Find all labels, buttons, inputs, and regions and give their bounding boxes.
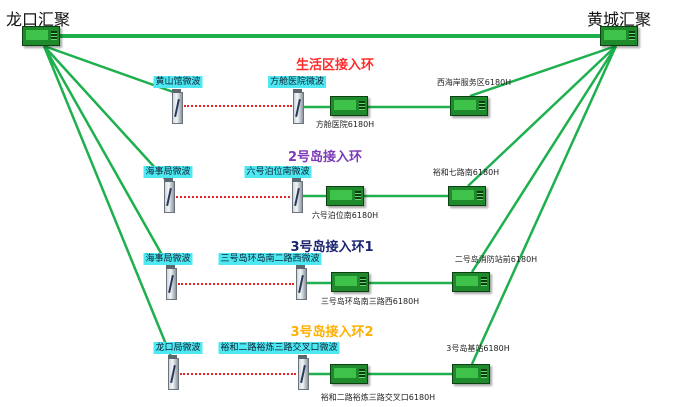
ring-2-right-equipment-label: 裕和七路南6180H bbox=[432, 168, 500, 177]
ring-1-mid-equipment-label: 方舱医院6180H bbox=[315, 120, 375, 129]
ring-1-right-6180h-switch-icon bbox=[450, 96, 488, 116]
ring-3-right-6180h-switch-icon bbox=[452, 272, 490, 292]
ring-3-mid-equipment-label: 三号岛环岛南三路西6180H bbox=[320, 297, 420, 306]
right-link-ring-1 bbox=[469, 44, 617, 98]
ring-3-right-equipment-label: 二号岛消防站前6180H bbox=[454, 255, 538, 264]
ring-2-right-microwave-antenna-icon bbox=[292, 178, 303, 213]
ring-4-mid-equipment-label: 裕和二路裕炼三路交叉口6180H bbox=[320, 393, 436, 402]
ring-3-left-microwave-antenna-icon bbox=[166, 265, 177, 300]
ring-4-microwave-link bbox=[180, 373, 296, 375]
right-link-ring-4 bbox=[470, 45, 618, 365]
ring-4-title: 3号岛接入环2 bbox=[290, 325, 374, 340]
ring-4-left-microwave-label: 龙口局微波 bbox=[153, 342, 203, 354]
right-link-ring-3 bbox=[470, 45, 618, 273]
ring-2-left-microwave-label: 海事局微波 bbox=[143, 166, 193, 178]
ring-4-right-6180h-switch-icon bbox=[452, 364, 490, 384]
ring-3-title: 3号岛接入环1 bbox=[290, 240, 374, 255]
ring-1-right-microwave-label: 方舱医院微波 bbox=[267, 76, 327, 88]
left-aggregation-title: 龙口汇聚 bbox=[6, 10, 71, 29]
ring-3-mid-6180h-switch-icon bbox=[331, 272, 369, 292]
ring-1-right-equipment-label: 西海岸服务区6180H bbox=[436, 78, 512, 87]
ring-3-right-microwave-label: 三号岛环岛南二路西微波 bbox=[218, 253, 322, 265]
left-link-ring-2 bbox=[43, 45, 169, 183]
ring-4-right-equipment-label: 3号岛基站6180H bbox=[446, 344, 510, 353]
ring-2-mid-6180h-switch-icon bbox=[326, 186, 364, 206]
right-aggregation-switch-icon bbox=[600, 26, 638, 46]
right-aggregation-title: 黄城汇聚 bbox=[587, 10, 652, 29]
ring-1-left-microwave-label: 黄山馆微波 bbox=[153, 76, 203, 88]
left-aggregation-switch-icon bbox=[22, 26, 60, 46]
left-link-ring-3 bbox=[42, 45, 172, 270]
left-link-ring-4 bbox=[42, 45, 174, 360]
ring-4-mid-6180h-switch-icon bbox=[330, 364, 368, 384]
ring-2-mid-equipment-label: 六号泊位南6180H bbox=[311, 211, 379, 220]
ring-2-right-microwave-label: 六号泊位南微波 bbox=[244, 166, 312, 178]
ring-3-microwave-link bbox=[178, 283, 294, 285]
ring-3-left-microwave-label: 海事局微波 bbox=[143, 253, 193, 265]
ring-4-right-microwave-label: 裕和二路裕炼三路交叉口微波 bbox=[218, 342, 340, 354]
ring-1-microwave-link bbox=[184, 105, 292, 107]
ring-2-title: 2号岛接入环 bbox=[287, 150, 363, 165]
ring-1-right-microwave-antenna-icon bbox=[293, 89, 304, 124]
ring-1-title: 生活区接入环 bbox=[295, 58, 375, 73]
ring-2-right-6180h-switch-icon bbox=[448, 186, 486, 206]
ring-3-right-microwave-antenna-icon bbox=[296, 265, 307, 300]
ring-4-right-microwave-antenna-icon bbox=[298, 355, 309, 390]
ring-2-microwave-link bbox=[176, 196, 290, 198]
ring-1-left-microwave-antenna-icon bbox=[172, 89, 183, 124]
ring-1-mid-6180h-switch-icon bbox=[330, 96, 368, 116]
right-link-ring-2 bbox=[467, 45, 617, 187]
ring-2-left-microwave-antenna-icon bbox=[164, 178, 175, 213]
ring-4-left-microwave-antenna-icon bbox=[168, 355, 179, 390]
